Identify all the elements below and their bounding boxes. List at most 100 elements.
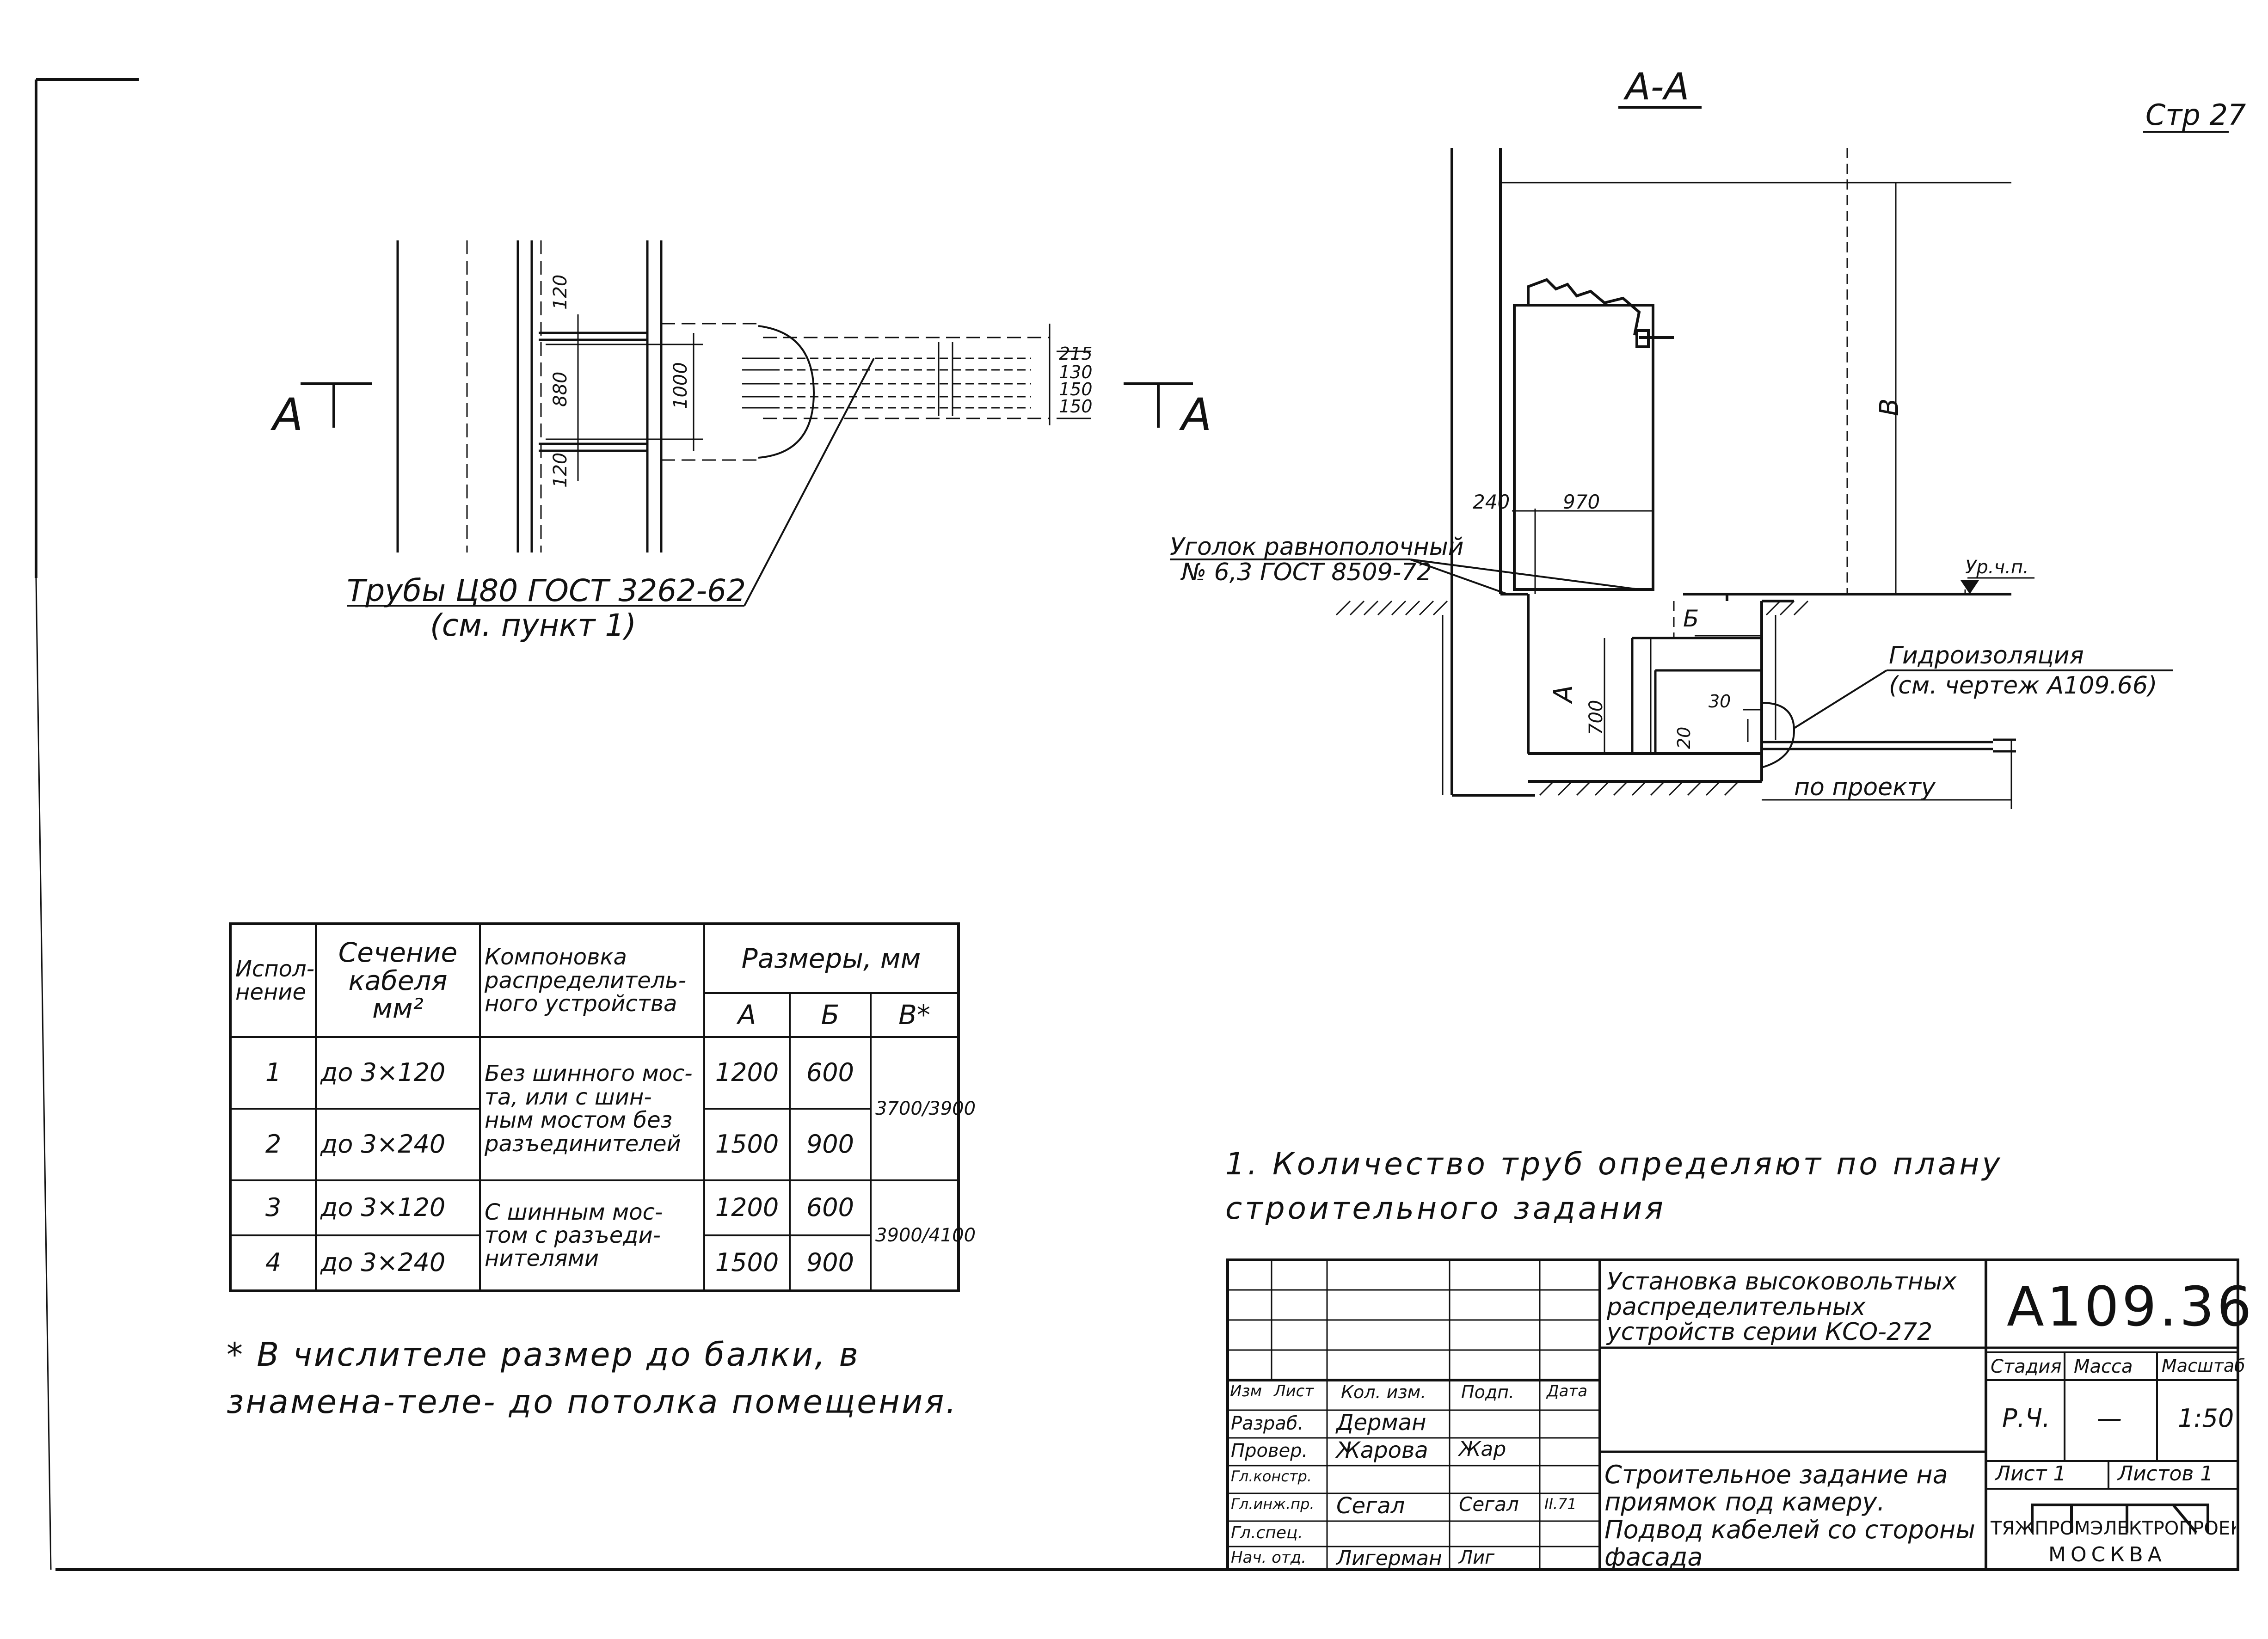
dim-700: 700 — [1586, 700, 1607, 735]
pipe-lines — [758, 357, 1031, 409]
project-title: Установка высоковольтных распределительн… — [1607, 1268, 1957, 1346]
title-block-grid — [1226, 1258, 2239, 1571]
page-number: Стр 27 — [2145, 98, 2246, 132]
pipes-label: Трубы Ц80 ГОСТ 3262-62 — [347, 573, 746, 608]
table-row: 1 до 3×120 Без шинного мос-та, или с шин… — [229, 1036, 976, 1182]
sheet-label: Лист 1 — [1995, 1462, 2066, 1486]
pipes-note: (см. пункт 1) — [430, 608, 636, 643]
th-sizes: Размеры, мм — [703, 923, 959, 994]
dim-240: 240 — [1473, 491, 1510, 513]
plan-dim-120-top: 120 — [550, 275, 571, 310]
table-row: 3 до 3×120 С шинным мос-том с разъеди-ни… — [229, 1179, 976, 1292]
cell-B: 600 — [789, 1179, 872, 1236]
dim-970: 970 — [1563, 491, 1600, 513]
col-header-list: Лист — [1274, 1382, 1314, 1400]
cell-layout: С шинным мос-том с разъеди-нителями — [479, 1179, 705, 1292]
stage-label: Стадия — [1991, 1356, 2062, 1377]
role-glspec: Гл.спец. — [1231, 1523, 1303, 1542]
cell-A: 1200 — [703, 1179, 791, 1236]
cell-n: 3 — [229, 1179, 317, 1236]
sign-glinzh: Сегал — [1459, 1493, 1519, 1516]
ground-hatching — [1335, 600, 1809, 796]
scale-value: 1:50 — [2178, 1404, 2234, 1433]
waterproof-label: Гидроизоляция — [1889, 642, 2084, 669]
cell-A: 1200 — [703, 1036, 791, 1110]
section-title: А-А — [1623, 65, 1689, 108]
plan-dim-880: 880 — [550, 372, 571, 407]
sign-prover: Жар — [1459, 1437, 1506, 1461]
section-marker-left: А — [270, 389, 303, 441]
dim-30: 30 — [1709, 691, 1731, 712]
name-prover: Жарова — [1336, 1437, 1428, 1463]
name-razrab: Дерман — [1336, 1410, 1426, 1436]
role-razrab: Разраб. — [1231, 1413, 1304, 1434]
cell-B: 600 — [789, 1036, 872, 1110]
table-row: 4 до 3×240 1500 900 — [229, 1234, 959, 1292]
col-header-date: Дата — [1547, 1382, 1588, 1400]
angle-label-2: № 6,3 ГОСТ 8509-72 — [1180, 559, 1432, 586]
plan-dim-120-bottom: 120 — [550, 453, 571, 488]
dim-A: А — [1549, 685, 1579, 704]
cell-V: 3900/4100 — [870, 1179, 976, 1292]
sheets-label: Листов 1 — [2118, 1462, 2213, 1486]
note-2: * В числителе размер до балки, в знамена… — [227, 1336, 958, 1421]
cell-V: 3700/3900 — [870, 1036, 976, 1182]
col-header-podp: Подп. — [1461, 1382, 1515, 1402]
dim-B-small: Б — [1683, 605, 1699, 632]
floor-level-marker — [1961, 580, 1979, 594]
role-glkonstr: Гл.констр. — [1231, 1467, 1312, 1485]
th-layout: Компоновка распределитель-ного устройств… — [479, 923, 705, 1038]
cell-section: до 3×240 — [315, 1108, 481, 1182]
table-row: 2 до 3×240 1500 900 — [229, 1108, 959, 1182]
angle-label-1: Уголок равнополочный — [1170, 533, 1464, 561]
cell-n: 4 — [229, 1234, 317, 1292]
pipe-dim-150-a: 150 — [1059, 379, 1093, 399]
scale-label: Масштаб — [2162, 1356, 2245, 1376]
cell-n: 1 — [229, 1036, 317, 1110]
note-1: 1. Количество труб определяют по плану с… — [1225, 1146, 2003, 1226]
date-glinzh: II.71 — [1544, 1495, 1577, 1513]
dim-20: 20 — [1674, 727, 1694, 749]
pipe-dim-215: 215 — [1059, 344, 1093, 364]
org-name: ТЯЖПРОМЭЛЕКТРОПРОЕКТ — [1991, 1519, 2236, 1538]
pipe-dim-130: 130 — [1059, 362, 1093, 382]
col-header-kol: Кол. изм. — [1341, 1382, 1426, 1402]
th-execution: Испол-нение — [229, 923, 317, 1038]
by-project-label: по проекту — [1794, 773, 1936, 801]
mass-value: — — [2097, 1404, 2122, 1433]
th-V: В* — [870, 992, 959, 1038]
task-description: Строительное задание на приямок под каме… — [1604, 1460, 1975, 1572]
drawing-code: А109.36 — [2007, 1275, 2255, 1338]
cell-A: 1500 — [703, 1108, 791, 1182]
cell-layout: Без шинного мос-та, или с шин-ным мостом… — [479, 1036, 705, 1182]
th-B: Б — [789, 992, 872, 1038]
pipe-dim-150-b: 150 — [1059, 396, 1093, 417]
cell-section: до 3×120 — [315, 1036, 481, 1110]
plan-dim-1000: 1000 — [670, 362, 691, 409]
waterproof-ref: (см. чертеж А109.66) — [1889, 672, 2157, 700]
name-nachotd: Лигерман — [1336, 1547, 1442, 1570]
org-city: МОСКВА — [2048, 1543, 2166, 1566]
cell-A: 1500 — [703, 1234, 791, 1292]
switchgear-cabinet — [1513, 278, 1674, 591]
name-glinzh: Сегал — [1336, 1493, 1405, 1519]
cell-B: 900 — [789, 1108, 872, 1182]
th-section: Сечение кабеля мм² — [315, 923, 481, 1038]
cell-n: 2 — [229, 1108, 317, 1182]
dim-B: В — [1875, 399, 1905, 416]
cell-section: до 3×120 — [315, 1179, 481, 1236]
floor-level-label: Ур.ч.п. — [1965, 557, 2029, 578]
elevation-view: Ур.ч.п. 240 970 В А Б 700 30 20 Уголок р… — [1170, 148, 2173, 809]
spec-table: Испол-нение Сечение кабеля мм² Компоновк… — [229, 922, 976, 1292]
cell-section: до 3×240 — [315, 1234, 481, 1292]
cell-B: 900 — [789, 1234, 872, 1292]
col-header-izm: Изм — [1230, 1382, 1262, 1400]
plan-view: А А 120 880 120 1000 215 130 150 150 Тру… — [270, 240, 1212, 643]
th-A: А — [703, 992, 791, 1038]
role-glinzh: Гл.инж.пр. — [1231, 1495, 1315, 1513]
sign-nachotd: Лиг — [1459, 1547, 1495, 1568]
role-prover: Провер. — [1231, 1440, 1308, 1461]
role-nachotd: Нач. отд. — [1231, 1548, 1307, 1567]
